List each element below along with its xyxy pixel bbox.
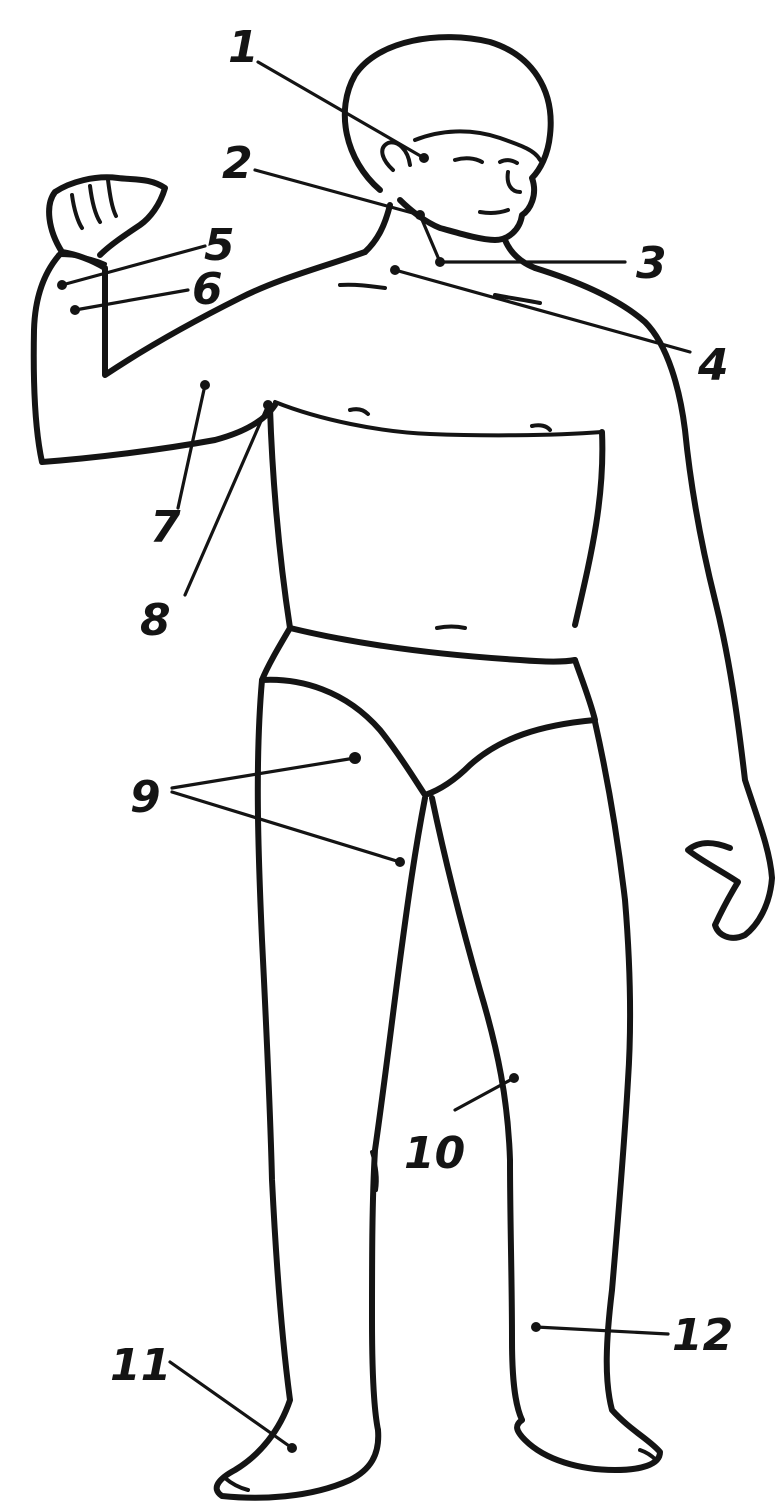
label-7: 7 — [150, 502, 181, 553]
leader-1 — [258, 62, 424, 158]
label-9: 9 — [130, 772, 161, 823]
point-2-marker — [415, 210, 425, 220]
raised-arm-outline — [34, 177, 365, 462]
right-leg-outer — [517, 722, 660, 1470]
navel — [437, 627, 465, 629]
hairline — [415, 131, 540, 160]
point-7-marker — [200, 380, 210, 390]
chest-line — [275, 402, 602, 435]
neck-right — [505, 240, 535, 268]
eyes — [455, 158, 517, 163]
point-1-marker — [419, 153, 429, 163]
label-10: 10 — [404, 1128, 465, 1179]
left-leg-outer — [217, 680, 379, 1498]
leader-9a — [172, 758, 355, 788]
torso-left — [270, 408, 290, 628]
point-3-marker — [435, 257, 445, 267]
neck-left — [365, 205, 390, 252]
point-5-marker — [57, 280, 67, 290]
nipples — [350, 409, 550, 430]
fist-fingers — [72, 180, 116, 228]
right-leg-inner — [432, 798, 522, 1420]
point-12-marker — [531, 1322, 541, 1332]
leader-11 — [170, 1362, 292, 1448]
point-11-marker — [287, 1443, 297, 1453]
point-10-marker — [509, 1073, 519, 1083]
point-4-marker — [390, 265, 400, 275]
point-6-marker — [70, 305, 80, 315]
leader-2 — [255, 170, 420, 215]
briefs-waistband — [290, 628, 575, 662]
label-1: 1 — [228, 22, 259, 73]
label-12: 12 — [672, 1310, 733, 1361]
leader-lines — [62, 62, 690, 1448]
label-4: 4 — [697, 340, 729, 391]
point-9b-marker — [395, 857, 405, 867]
label-6: 6 — [192, 264, 223, 315]
label-11: 11 — [110, 1340, 171, 1391]
label-2: 2 — [222, 138, 253, 189]
head-outline — [345, 37, 551, 240]
label-8: 8 — [140, 595, 171, 646]
torso-right-shoulder — [535, 268, 772, 938]
torso-right — [575, 432, 602, 625]
point-9a-marker — [349, 752, 361, 764]
leader-5 — [62, 246, 205, 285]
point-8-marker — [263, 400, 273, 410]
collarbones — [340, 285, 540, 303]
nose-mouth — [480, 172, 520, 213]
leader-12 — [536, 1327, 668, 1334]
point-labels: 1 2 3 4 5 6 7 8 9 10 11 12 — [110, 22, 733, 1391]
leader-6 — [75, 290, 188, 310]
left-leg-inner — [372, 798, 425, 1430]
label-3: 3 — [636, 238, 667, 289]
leader-9b — [172, 792, 400, 862]
